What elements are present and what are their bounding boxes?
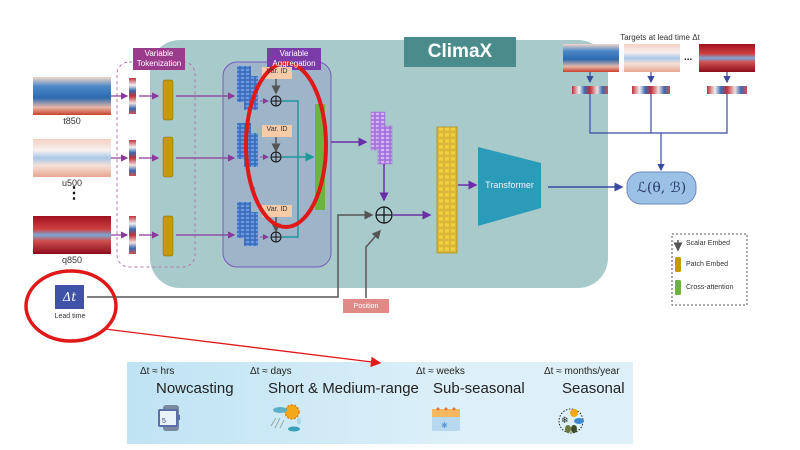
tokenization-label-box — [133, 48, 185, 70]
input-map-t850 — [33, 77, 111, 115]
var-id-label: Var. ID — [266, 68, 288, 75]
horizon-seasonal: Δt ≈ months/year Seasonal — [544, 366, 625, 397]
position-label: Position — [353, 302, 379, 310]
var-id-box — [262, 125, 292, 137]
smartwatch-icon: 5 — [158, 405, 180, 431]
legend-patch-swatch — [675, 257, 681, 272]
targets-ellipsis: ... — [684, 52, 693, 63]
horizon-title: Sub-seasonal — [433, 380, 525, 397]
horizon-title: Seasonal — [562, 380, 625, 397]
target-map — [563, 44, 619, 72]
climax-title-box — [404, 37, 516, 67]
position-box — [343, 299, 389, 313]
input-label-t850: t850 — [63, 116, 81, 126]
input-map-u500 — [33, 139, 111, 177]
aggregated-tokens — [370, 111, 393, 165]
input-label-q850: q850 — [61, 255, 83, 265]
svg-text:5: 5 — [162, 418, 166, 425]
horizon-short-medium-range: Δt ≈ days Short & Medium-range — [250, 366, 419, 397]
token-stripe — [129, 78, 136, 114]
horizon-sub-seasonal: Δt ≈ weeks Sub-seasonal — [416, 366, 525, 397]
highlight-arrow — [104, 328, 382, 368]
variable-tokenization-line2: Tokenization — [136, 59, 182, 68]
svg-text:✱: ✱ — [441, 421, 448, 430]
variable-tokenization-label: Variable Tokenization — [133, 48, 185, 70]
legend-cross-swatch — [675, 280, 681, 295]
legend-scalar-embed: Scalar Embed — [686, 240, 730, 247]
transformer-block — [478, 147, 541, 226]
lead-time-label: Lead time — [54, 313, 86, 320]
horizon-title: Nowcasting — [156, 380, 234, 397]
legend-cross-attention: Cross-attention — [686, 284, 734, 291]
target-map — [624, 44, 680, 72]
horizon-nowcasting: Δt ≈ hrs Nowcasting — [140, 366, 234, 397]
horizon-range: Δt ≈ days — [250, 366, 292, 377]
targets-label: Targets at lead time Δt — [620, 33, 700, 42]
legend-box — [671, 233, 748, 306]
transformer-label: Transformer — [485, 180, 534, 190]
add-operator-main — [375, 206, 393, 224]
loss-label: ℒ(θ, ℬ) — [636, 180, 687, 196]
token-stripe — [129, 216, 136, 254]
patch-embed-block — [162, 215, 174, 257]
patch-embed-block — [162, 79, 174, 121]
patch-grid — [237, 202, 258, 246]
variable-aggregation-line2: Aggregation — [272, 59, 316, 68]
horizon-range: Δt ≈ hrs — [140, 366, 175, 377]
variable-aggregation-line1: Variable — [279, 49, 309, 58]
sun-cloud-rain-icon — [270, 404, 301, 432]
add-operator — [270, 95, 282, 107]
target-token-stripe — [707, 86, 747, 94]
target-map — [699, 44, 755, 72]
patch-grid — [237, 66, 258, 110]
variable-aggregation-label: Variable Aggregation — [267, 48, 321, 70]
var-id-box — [262, 205, 292, 217]
horizon-title: Short & Medium-range — [268, 380, 419, 397]
token-stripe — [129, 140, 136, 176]
legend-patch-embed: Patch Embed — [686, 261, 729, 268]
highlight-ellipse — [244, 61, 328, 229]
loss-box — [626, 171, 697, 205]
seasons-icon: ❄ — [558, 408, 584, 434]
forecast-horizons-panel-right — [466, 362, 633, 444]
horizon-range: Δt ≈ weeks — [416, 366, 465, 377]
token-sequence — [436, 126, 458, 254]
target-token-stripe — [572, 86, 608, 94]
lead-time-highlight-ellipse — [24, 269, 118, 343]
horizon-range: Δt ≈ months/year — [544, 366, 620, 377]
variable-tokenization-line1: Variable — [144, 49, 174, 58]
add-operator — [270, 231, 282, 243]
inputs-ellipsis: ⋮ — [66, 185, 82, 202]
lead-time-symbol: Δt — [62, 290, 77, 304]
lead-time-box — [55, 285, 84, 309]
input-map-q850 — [33, 216, 111, 254]
var-id-label: Var. ID — [266, 206, 288, 213]
var-id-label: Var. ID — [266, 126, 288, 133]
climax-title: ClimaX — [427, 41, 493, 62]
patch-embed-block — [162, 136, 174, 178]
input-label-u500: u500 — [61, 178, 83, 188]
add-operator — [270, 151, 282, 163]
forecast-horizons: Δt ≈ hrs Nowcasting Δt ≈ days Short & Me… — [127, 366, 633, 444]
svg-text:❄: ❄ — [561, 416, 569, 426]
calendar-icon: ✱ — [432, 407, 460, 431]
target-token-stripe — [632, 86, 670, 94]
